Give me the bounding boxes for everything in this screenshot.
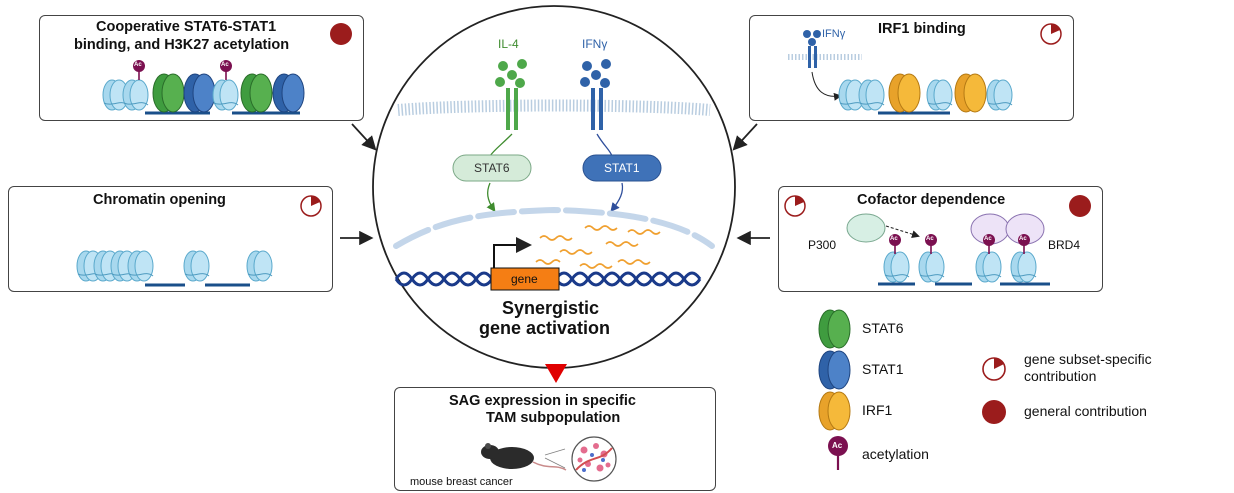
legend-stat6-swatch <box>818 309 851 349</box>
chromatin-art <box>76 195 322 287</box>
ac-label: Ac <box>1019 236 1027 242</box>
pathway-arrows <box>340 123 770 246</box>
cell-membrane <box>397 99 711 116</box>
stat6-pill <box>452 154 532 182</box>
legend-subset-label-2: contribution <box>1024 368 1097 384</box>
brd4-label: BRD4 <box>1048 238 1081 252</box>
irf1-title: IRF1 binding <box>878 21 966 37</box>
ifng-label: IFNγ <box>582 37 608 51</box>
irf1-ifng-label: IFNγ <box>822 28 846 40</box>
il4-receptor <box>495 59 527 130</box>
stat1-label: STAT1 <box>604 161 640 175</box>
center-title-2: gene activation <box>479 318 611 338</box>
il4-label: IL-4 <box>498 37 519 51</box>
ac-label: Ac <box>890 236 898 242</box>
legend-acetylation-label: acetylation <box>862 446 929 462</box>
chromatin-opening-panel <box>8 186 333 292</box>
cooperative-title-1: Cooperative STAT6-STAT1 <box>96 19 277 35</box>
cooperative-title-2: binding, and H3K27 acetylation <box>74 37 290 53</box>
ac-label: Ac <box>926 236 934 242</box>
legend-general-label: general contribution <box>1024 403 1147 419</box>
central-cell <box>372 5 736 369</box>
legend <box>818 309 1006 470</box>
stat1-pill <box>582 154 662 182</box>
gene-subset-contribution-icon <box>1040 23 1062 45</box>
cooperative-art <box>102 23 352 115</box>
sag-title-2: TAM subpopulation <box>486 410 621 426</box>
legend-stat1-label: STAT1 <box>862 361 904 377</box>
cofactor-art <box>784 195 1091 286</box>
cofactor-title: Cofactor dependence <box>857 192 1006 208</box>
sag-title-1: SAG expression in specific <box>449 393 636 409</box>
stat6-label: STAT6 <box>474 161 510 175</box>
ac-label: Ac <box>134 62 142 68</box>
legend-irf1-swatch <box>818 391 851 431</box>
legend-acetylation-swatch <box>828 436 848 470</box>
legend-subset-icon <box>982 357 1006 381</box>
ac-label: Ac <box>984 236 992 242</box>
gene-label: gene <box>511 272 538 286</box>
center-title-1: Synergistic <box>502 298 600 318</box>
mouse-art <box>481 436 617 482</box>
general-contribution-icon <box>1069 195 1091 217</box>
ac-label: Ac <box>221 62 229 68</box>
general-contribution-icon <box>330 23 352 45</box>
irf1-art <box>788 23 1062 115</box>
legend-irf1-label: IRF1 <box>862 402 893 418</box>
gene-subset-contribution-icon <box>784 195 806 217</box>
legend-stat1-swatch <box>818 350 851 390</box>
down-arrow <box>545 364 567 383</box>
ifng-receptor <box>580 59 611 130</box>
gene-box <box>490 267 560 291</box>
legend-general-icon <box>982 400 1006 424</box>
p300-label: P300 <box>808 238 837 252</box>
chromatin-title: Chromatin opening <box>93 192 226 208</box>
sag-expression-panel <box>394 387 716 491</box>
sag-caption: mouse breast cancer <box>410 476 513 488</box>
gene-subset-contribution-icon <box>300 195 322 217</box>
legend-stat6-label: STAT6 <box>862 320 904 336</box>
legend-subset-label-1: gene subset-specific <box>1024 351 1152 367</box>
legend-ac-label: Ac <box>832 441 843 450</box>
